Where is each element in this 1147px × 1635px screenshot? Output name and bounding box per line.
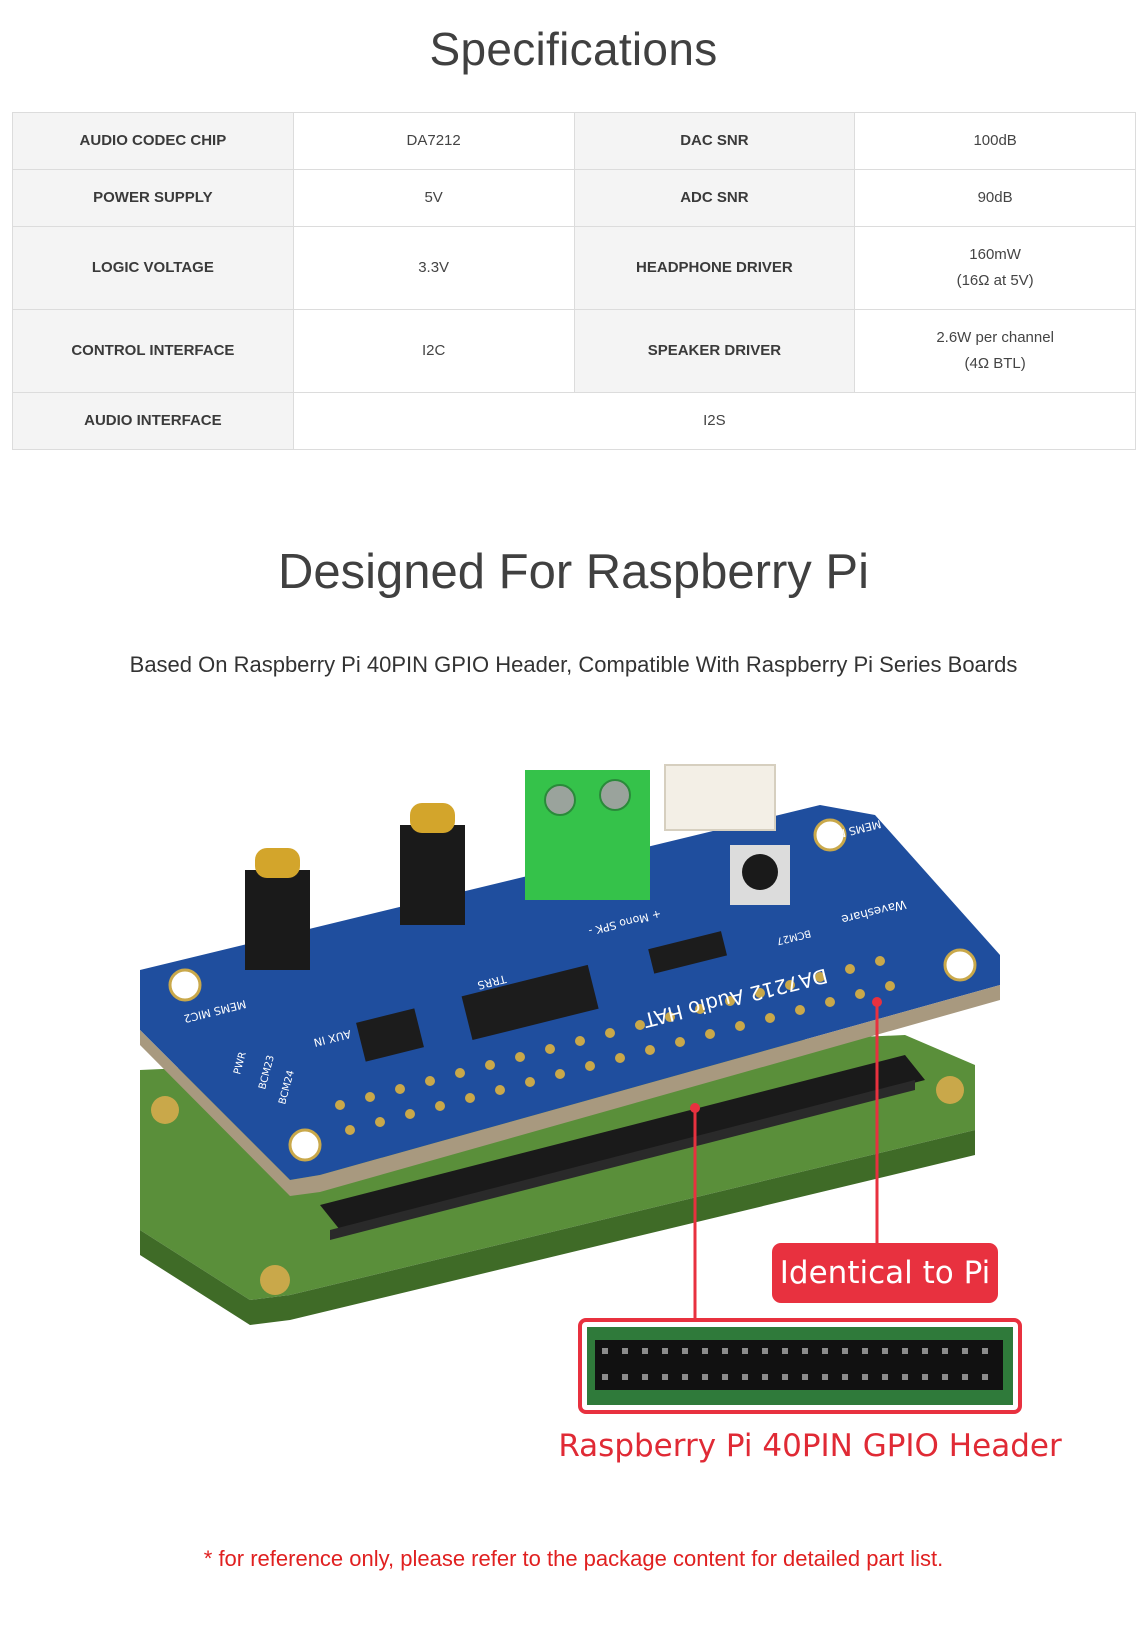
design-subtitle: Based On Raspberry Pi 40PIN GPIO Header,… xyxy=(129,652,1018,677)
table-row: POWER SUPPLY 5V ADC SNR 90dB xyxy=(12,169,1136,227)
mount-hole xyxy=(260,1265,290,1295)
spec-value: 2.6W per channel (4Ω BTL) xyxy=(854,309,1136,393)
trrs-jack xyxy=(400,825,465,925)
spec-value: I2C xyxy=(292,309,575,393)
spec-value-line: (16Ω at 5V) xyxy=(956,272,1034,289)
table-row: AUDIO CODEC CHIP DA7212 DAC SNR 100dB xyxy=(12,112,1136,170)
terminal-screw xyxy=(544,784,576,816)
spec-value: DA7212 xyxy=(292,112,575,170)
specifications-table: AUDIO CODEC CHIP DA7212 DAC SNR 100dB PO… xyxy=(12,112,1137,450)
spec-value: I2S xyxy=(292,392,1137,450)
ic-chip xyxy=(356,1008,424,1062)
gpio-inset-header xyxy=(595,1340,1003,1390)
spec-value-line: (4Ω BTL) xyxy=(964,355,1026,372)
mount-hole xyxy=(936,1076,964,1104)
spec-value: 5V xyxy=(292,169,575,227)
aux-in-jack xyxy=(245,870,310,970)
mount-hole xyxy=(943,948,977,982)
terminal-screw xyxy=(599,779,631,811)
gpio-pads xyxy=(335,956,895,1135)
gpio-inset-frame xyxy=(578,1318,1022,1414)
gpio-inset-pins xyxy=(602,1348,988,1380)
spec-label: POWER SUPPLY xyxy=(12,169,294,227)
aux-in-jack-ring xyxy=(255,848,300,878)
speaker-connector xyxy=(664,764,776,831)
amplifier-chip xyxy=(461,964,599,1041)
raspberry-pi-board-edge xyxy=(140,1130,975,1325)
spec-label: AUDIO INTERFACE xyxy=(12,392,294,450)
spec-label: AUDIO CODEC CHIP xyxy=(12,112,294,170)
table-row: CONTROL INTERFACE I2C SPEAKER DRIVER 2.6… xyxy=(12,309,1136,393)
identical-to-pi-callout: Identical to Pi xyxy=(772,1243,998,1303)
codec-chip xyxy=(648,931,728,974)
specifications-heading: Specifications xyxy=(429,23,718,75)
spec-label: SPEAKER DRIVER xyxy=(573,309,856,393)
spec-label: DAC SNR xyxy=(573,112,856,170)
design-heading: Designed For Raspberry Pi xyxy=(278,545,869,599)
spec-label: LOGIC VOLTAGE xyxy=(12,226,294,310)
spec-value: 100dB xyxy=(854,112,1136,170)
mount-hole xyxy=(288,1128,322,1162)
spec-label: HEADPHONE DRIVER xyxy=(573,226,856,310)
table-row: AUDIO INTERFACE I2S xyxy=(12,392,1137,450)
mount-hole xyxy=(168,968,202,1002)
trrs-jack-ring xyxy=(410,803,455,833)
spec-value: 160mW (16Ω at 5V) xyxy=(854,226,1136,310)
tact-switch-button xyxy=(742,854,778,890)
spec-value-line: 160mW xyxy=(969,246,1021,263)
spec-value: 90dB xyxy=(854,169,1136,227)
spec-label: CONTROL INTERFACE xyxy=(12,309,294,393)
mount-hole xyxy=(151,1096,179,1124)
audio-hat-board-image: DA7212 Audio HAT Waveshare MEMS MIC1 MEM… xyxy=(140,764,1022,1414)
speaker-terminal-block xyxy=(525,770,650,900)
gpio-header-black xyxy=(320,1055,925,1230)
gpio-header-caption: Raspberry Pi 40PIN GPIO Header xyxy=(558,1428,1062,1464)
gpio-header-black-side xyxy=(330,1080,915,1240)
table-row: LOGIC VOLTAGE 3.3V HEADPHONE DRIVER 160m… xyxy=(12,226,1136,310)
spec-value: 3.3V xyxy=(292,226,575,310)
product-illustration: DA7212 Audio HAT Waveshare MEMS MIC1 MEM… xyxy=(0,760,1147,1500)
spec-label: ADC SNR xyxy=(573,169,856,227)
spec-value-line: 2.6W per channel xyxy=(936,329,1054,346)
mount-hole xyxy=(813,818,847,852)
reference-footnote: * for reference only, please refer to th… xyxy=(203,1546,944,1571)
